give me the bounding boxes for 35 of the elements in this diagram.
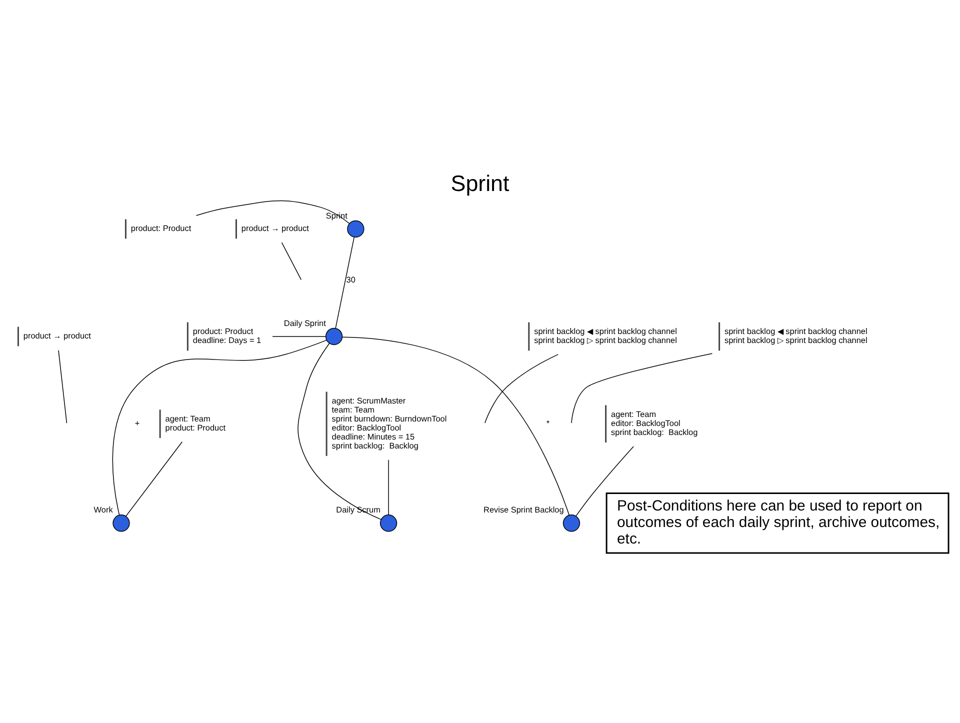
edge-label: + [134, 418, 140, 428]
node-text: product: Product deadline: Days = 1 [192, 327, 262, 346]
node-text: agent: ScrumMaster team: Team sprint burndown: BurndownTool editor: BacklogTool deadline: Minutes = 15 sprint backlog: Backlog [332, 396, 447, 450]
node-circle [380, 514, 398, 532]
connector [484, 354, 558, 424]
node-box: Post-Conditions here can be used to report on outcomes of each daily sprint, archive outcomes, etc. [606, 492, 950, 554]
node-label: Revise Sprint Backlog [484, 506, 564, 515]
node-text: agent: Team editor: BacklogTool sprint backlog: Backlog [611, 410, 698, 437]
node-circle [347, 220, 364, 238]
node-circle [112, 514, 130, 532]
node-text: agent: Team product: Product [165, 414, 226, 432]
edge-label: 30 [346, 276, 356, 285]
connector [335, 236, 354, 329]
node-label: Work [94, 506, 113, 515]
node-label: Daily Sprint [284, 318, 326, 328]
node-circle [562, 514, 580, 532]
node-text: product → product [241, 224, 309, 234]
connector [571, 353, 713, 424]
connector [272, 336, 326, 337]
connector [196, 200, 350, 224]
connector [576, 446, 634, 516]
connector [298, 343, 382, 520]
node-text: product: Product [130, 224, 192, 234]
node-circle [325, 328, 343, 346]
connector [388, 460, 389, 516]
connector [126, 441, 182, 516]
node-text: sprint backlog ◀ sprint backlog channel sprint backlog ▷ sprint backlog channel [724, 327, 868, 346]
node-text: sprint backlog ◀ sprint backlog channel sprint backlog ▷ sprint backlog channel [534, 327, 677, 346]
connector [281, 242, 302, 280]
connector [112, 340, 327, 516]
connector [58, 350, 68, 424]
edge-label: * [546, 418, 550, 428]
diagram-title: Sprint [450, 170, 510, 196]
connector [342, 336, 570, 516]
node-text: product → product [23, 332, 91, 341]
